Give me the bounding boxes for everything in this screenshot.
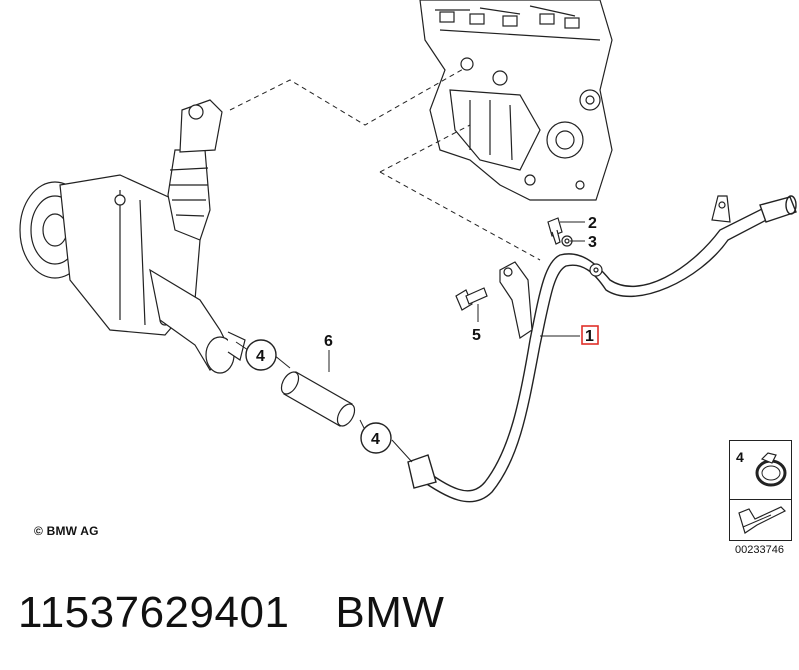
copyright-notice: © BMW AG	[34, 524, 99, 538]
callout-6: 6	[324, 333, 333, 350]
hose-clamp-icon	[755, 452, 787, 487]
callout-1: 1	[585, 328, 594, 345]
leader-lines	[229, 67, 541, 261]
callout-4-lower: 4	[371, 431, 380, 448]
callout-3: 3	[588, 234, 597, 251]
legend-divider	[730, 499, 791, 500]
callout-4-upper: 4	[256, 348, 265, 365]
elbow-pipe	[167, 99, 223, 241]
callout-5: 5	[472, 327, 481, 344]
callout-4-lower-circle	[360, 422, 392, 454]
bolt-part-5	[455, 287, 488, 311]
bolt-part-2	[547, 217, 563, 245]
hose-part-6	[280, 371, 356, 427]
legend-number: 4	[736, 449, 744, 465]
callout-leaders	[235, 221, 585, 463]
arrow-icon	[738, 506, 787, 534]
callout-1-highlight	[581, 325, 599, 345]
brand-name: BMW	[335, 588, 445, 637]
nut-on-pipe	[589, 263, 603, 277]
water-pump	[19, 174, 246, 374]
callout-4-upper-circle	[245, 339, 277, 371]
coolant-pipe	[407, 195, 797, 503]
legend-box: 4	[729, 440, 792, 541]
engine-block	[419, 0, 613, 201]
parts-diagram: 2 3 1 5 6 4 4	[19, 0, 797, 503]
diagram-code: 00233746	[735, 544, 784, 556]
part-number: 11537629401	[18, 588, 290, 637]
callout-2: 2	[588, 215, 597, 232]
part-footer: 11537629401 BMW	[18, 588, 444, 638]
pipe-bracket	[499, 195, 731, 339]
